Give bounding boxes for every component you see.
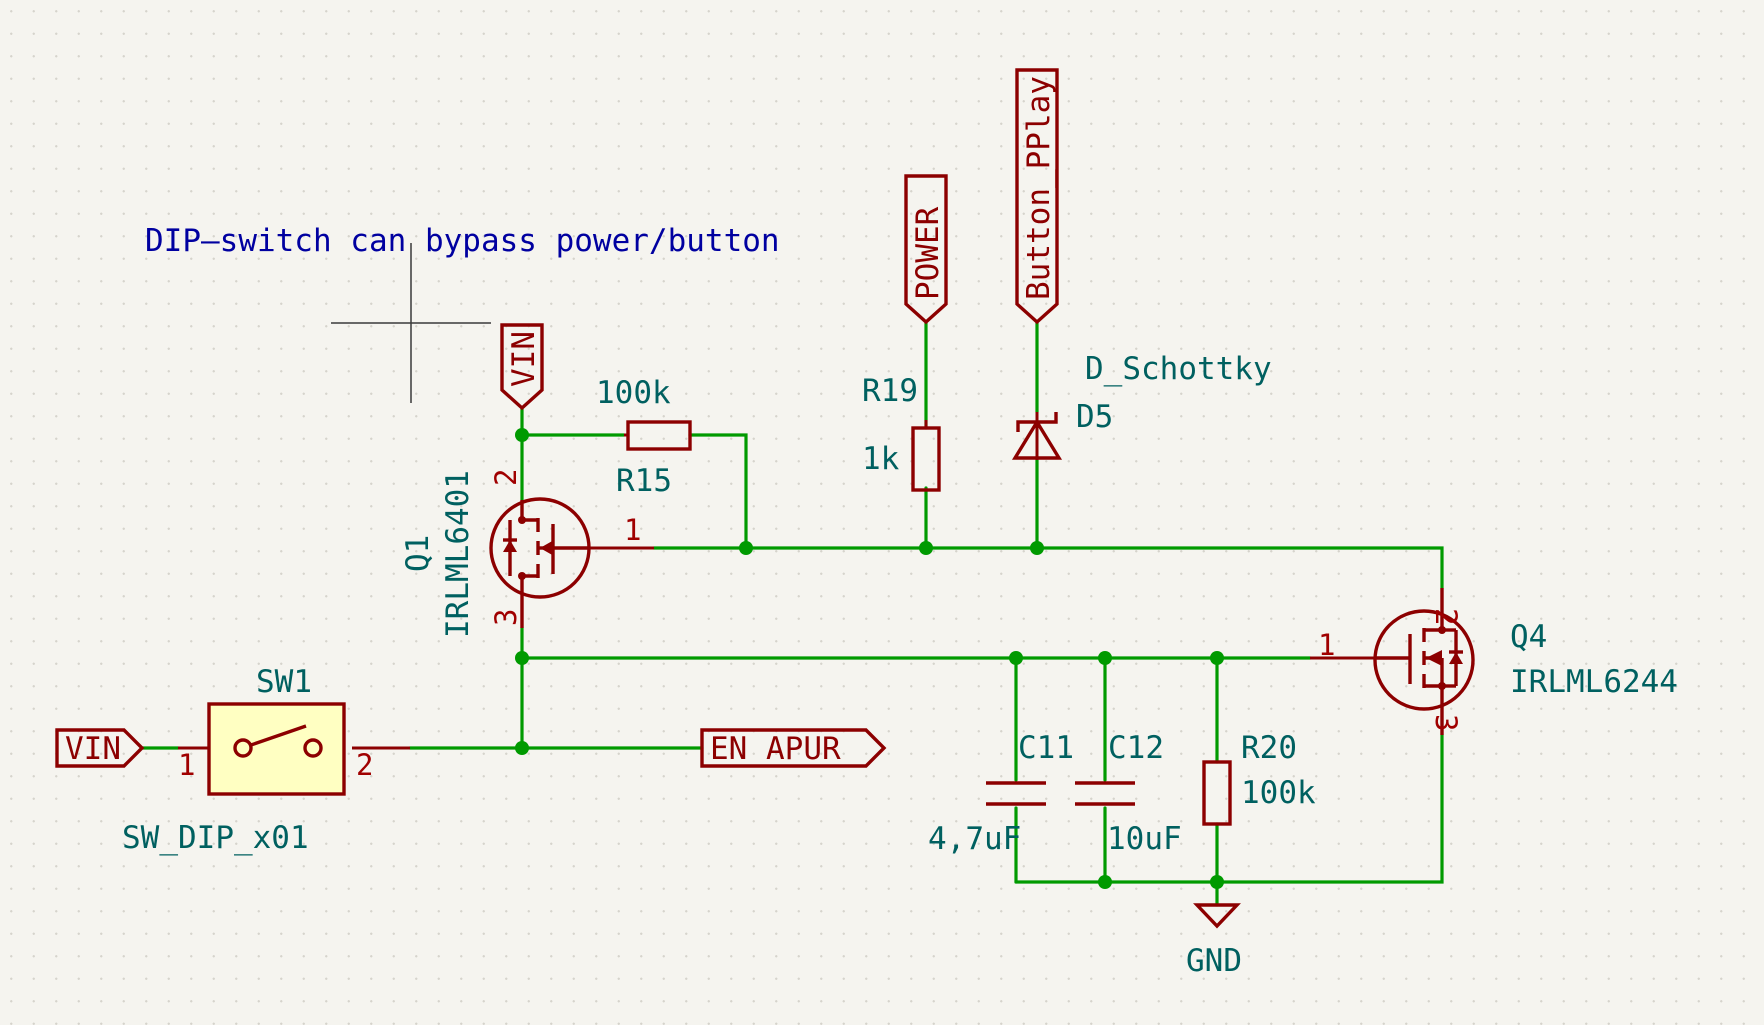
q4-ref: Q4 [1510, 619, 1547, 655]
junction-dot [515, 651, 529, 665]
r15-ref: R15 [616, 463, 672, 499]
q1-pin-drain: 3 [489, 609, 523, 626]
junction-dot [1030, 541, 1044, 555]
junction-dot [1009, 651, 1023, 665]
sw1-value: SW_DIP_x01 [122, 820, 309, 856]
global-label-en-apur-text: EN_APUR [710, 731, 841, 767]
q1-ref: Q1 [400, 535, 436, 572]
global-label-vin-top[interactable]: VIN [500, 323, 544, 411]
q1-value: IRLML6401 [440, 470, 476, 638]
resistor-r19[interactable]: R19 1k [862, 373, 941, 492]
junction-dot [919, 541, 933, 555]
r20-value: 100k [1241, 775, 1316, 811]
global-label-en-apur[interactable]: EN_APUR [700, 728, 887, 768]
wire-gate-net-main [652, 546, 1444, 590]
q1-pin-source: 2 [489, 469, 523, 486]
c11-ref: C11 [1018, 730, 1074, 766]
global-label-vin-left[interactable]: VIN [55, 728, 145, 768]
diode-d5[interactable]: D_Schottky D5 [1011, 351, 1272, 460]
resistor-r20[interactable]: R20 100k [1202, 730, 1316, 826]
r19-value: 1k [862, 441, 900, 477]
r20-ref: R20 [1241, 730, 1297, 766]
resistor-r15[interactable]: 100k R15 [596, 375, 692, 499]
global-label-button-pplay-text: Button_PPlay [1021, 76, 1057, 300]
capacitor-c11[interactable]: C11 4,7uF [928, 730, 1074, 857]
r15-value: 100k [596, 375, 671, 411]
global-label-vin-top-text: VIN [506, 331, 542, 387]
global-label-power-text: POWER [910, 206, 946, 300]
switch-sw1[interactable]: 1 2 SW1 SW_DIP_x01 [122, 664, 410, 856]
q4-pin-drain: 2 [1429, 608, 1463, 625]
global-label-power[interactable]: POWER [904, 174, 948, 325]
q4-value: IRLML6244 [1510, 664, 1678, 700]
sw1-pin1: 1 [178, 748, 195, 782]
junction-dot [1210, 651, 1224, 665]
cursor-crosshair-icon [331, 243, 491, 403]
ground-symbol: GND [1186, 903, 1242, 979]
global-label-vin-left-text: VIN [65, 731, 121, 767]
c11-value: 4,7uF [928, 821, 1021, 857]
junction-dot [1098, 651, 1112, 665]
junction-dot [515, 741, 529, 755]
r19-ref: R19 [862, 373, 918, 409]
wires [140, 320, 1444, 907]
junction-dot [515, 428, 529, 442]
sw1-ref: SW1 [256, 664, 312, 700]
q4-pin-source: 3 [1429, 714, 1463, 731]
capacitor-c12[interactable]: C12 10uF [1075, 730, 1182, 857]
junctions [515, 428, 1224, 889]
q1-pin-gate: 1 [624, 513, 641, 547]
d5-ref: D5 [1076, 399, 1113, 435]
q4-pin-gate: 1 [1318, 628, 1335, 662]
wire-r15-gate-net [688, 433, 748, 550]
d5-value: D_Schottky [1085, 351, 1272, 387]
mosfet-q4[interactable]: 1 2 3 Q4 IRLML6244 [1310, 588, 1678, 735]
wire-gnd-net [1014, 733, 1444, 884]
note-text: DIP—switch can bypass power/button [145, 223, 780, 259]
c12-value: 10uF [1107, 821, 1182, 857]
junction-dot [1210, 875, 1224, 889]
junction-dot [1098, 875, 1112, 889]
sw1-pin2: 2 [356, 748, 373, 782]
gnd-label: GND [1186, 943, 1242, 979]
mosfet-q1[interactable]: 1 2 3 Q1 IRLML6401 [400, 469, 654, 638]
c12-ref: C12 [1108, 730, 1164, 766]
global-label-button-pplay[interactable]: Button_PPlay [1015, 68, 1059, 325]
junction-dot [739, 541, 753, 555]
